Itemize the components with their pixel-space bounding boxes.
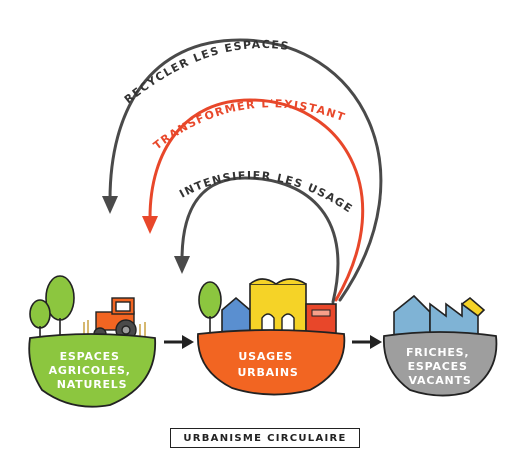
building-yellow xyxy=(249,278,307,337)
urban-island: USAGES URBAINS xyxy=(197,278,346,396)
intensify-arrowhead xyxy=(174,256,190,274)
urban-tree xyxy=(198,281,222,319)
friches-island: FRICHES, ESPACES VACANTS xyxy=(383,294,498,397)
agri-label: ESPACES AGRICOLES, NATURELS xyxy=(49,350,136,391)
caption-text: URBANISME CIRCULAIRE xyxy=(183,432,347,444)
friches-ground xyxy=(383,331,498,397)
agri-island: ESPACES AGRICOLES, NATURELS xyxy=(28,275,156,408)
urban-ground xyxy=(197,329,346,396)
tree-small xyxy=(29,299,51,329)
transform-label: TRANSFORMER L'EXISTANT xyxy=(151,97,348,152)
agri-ground xyxy=(28,333,156,408)
caption-box: URBANISME CIRCULAIRE xyxy=(170,428,360,448)
arrow-agri-to-urban xyxy=(164,335,194,349)
recycle-label: RECYCLER LES ESPACES xyxy=(122,38,291,106)
urban-label: USAGES URBAINS xyxy=(237,350,298,379)
friches-label: FRICHES, ESPACES VACANTS xyxy=(406,346,474,387)
transform-arc xyxy=(148,98,364,302)
arrow-urban-to-friches xyxy=(352,335,382,349)
recycle-arrowhead xyxy=(102,196,118,214)
transform-arrowhead xyxy=(142,216,158,234)
recycle-arc xyxy=(108,38,383,302)
intensify-arc xyxy=(180,176,340,304)
factory-icon xyxy=(393,294,486,337)
cycle-arrows xyxy=(102,38,383,304)
